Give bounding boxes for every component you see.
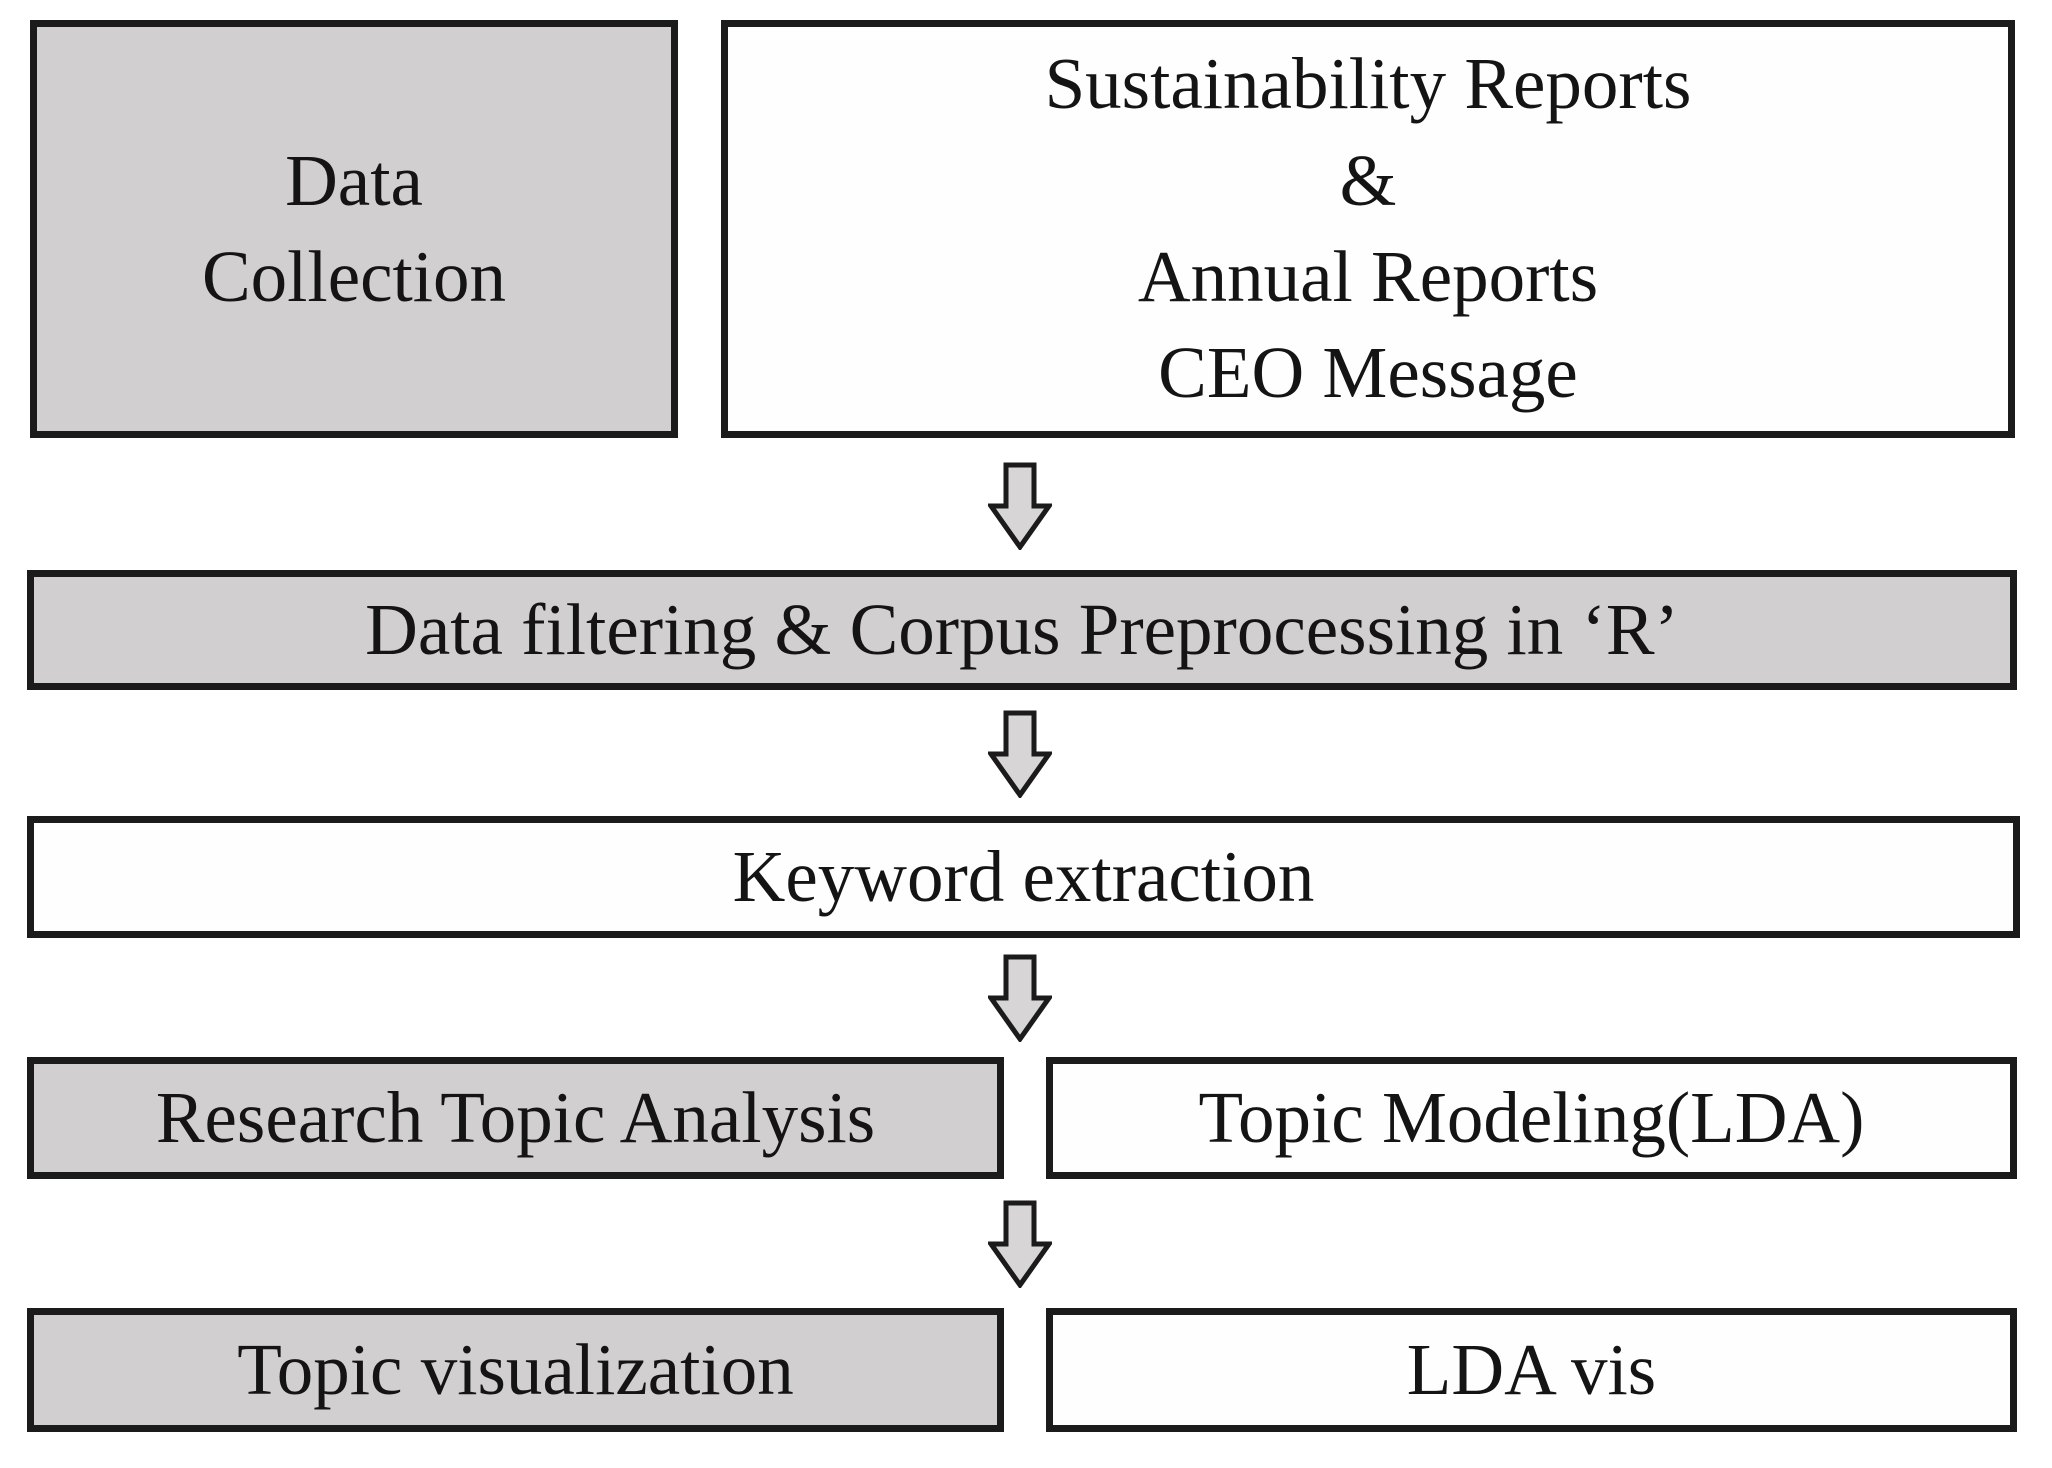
data-filtering-box: Data filtering & Corpus Preprocessing in… <box>27 570 2017 690</box>
sources-line-2: & <box>1339 139 1397 221</box>
topic-modeling-label: Topic Modeling(LDA) <box>1198 1076 1865 1158</box>
down-arrow-icon <box>988 462 1052 550</box>
keyword-extraction-box: Keyword extraction <box>27 816 2020 938</box>
lda-vis-label: LDA vis <box>1406 1328 1657 1410</box>
topic-modeling-box: Topic Modeling(LDA) <box>1046 1057 2017 1179</box>
data-filtering-label: Data filtering & Corpus Preprocessing in… <box>365 588 1679 670</box>
keyword-extraction-label: Keyword extraction <box>732 835 1315 917</box>
sources-line-3: Annual Reports <box>1137 236 1599 317</box>
research-topic-analysis-box: Research Topic Analysis <box>27 1057 1004 1179</box>
data-sources-label: Sustainability Reports & Annual Reports … <box>1045 36 1692 421</box>
topic-visualization-label: Topic visualization <box>237 1328 794 1410</box>
research-topic-analysis-label: Research Topic Analysis <box>155 1076 876 1158</box>
data-collection-box: Data Collection <box>30 20 678 438</box>
data-collection-label: Data Collection <box>202 133 506 326</box>
sources-line-1: Sustainability Reports <box>1044 43 1692 125</box>
down-arrow-icon <box>988 710 1052 798</box>
data-collection-line-2: Collection <box>201 236 507 317</box>
down-arrow-icon <box>988 1200 1052 1288</box>
data-collection-line-1: Data <box>285 139 423 221</box>
lda-vis-box: LDA vis <box>1046 1308 2017 1432</box>
sources-line-4: CEO Message <box>1158 332 1578 414</box>
topic-visualization-box: Topic visualization <box>27 1308 1004 1432</box>
data-sources-box: Sustainability Reports & Annual Reports … <box>721 20 2015 438</box>
down-arrow-icon <box>988 954 1052 1042</box>
